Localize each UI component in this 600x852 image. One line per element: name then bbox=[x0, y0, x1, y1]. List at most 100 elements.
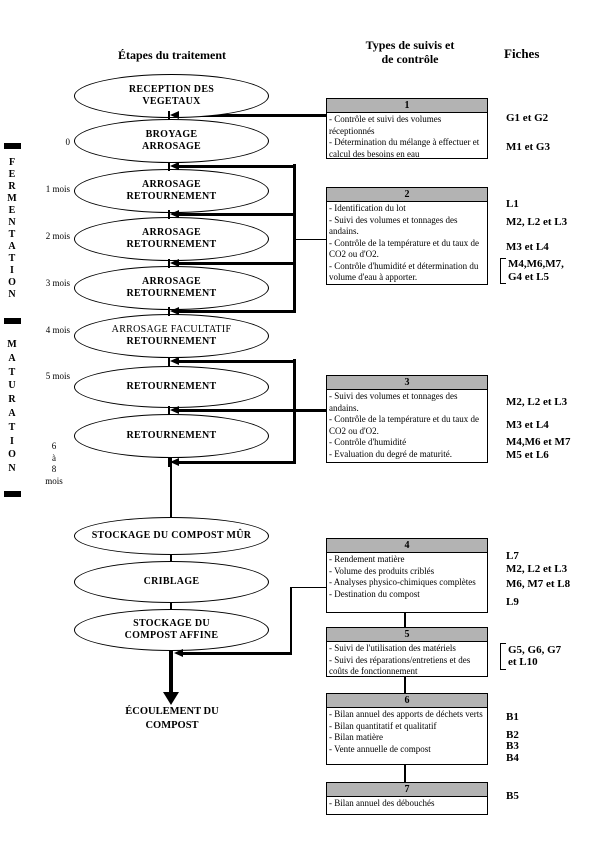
junction-tick bbox=[168, 162, 170, 171]
fiche-label: M1 et G3 bbox=[506, 141, 550, 153]
connector-to-box1 bbox=[179, 113, 326, 117]
step-label: RETOURNEMENT bbox=[126, 239, 217, 250]
step-criblage: CRIBLAGE bbox=[74, 561, 269, 603]
junction-tick bbox=[168, 357, 170, 366]
step-label: RETOURNEMENT bbox=[126, 380, 217, 392]
fiche-label: M2, L2 et L3 bbox=[506, 216, 568, 228]
control-box-3: 3 - Suivi des volumes et tonnages des an… bbox=[326, 375, 488, 463]
control-box-2: 2 - Identification du lot - Suivi des vo… bbox=[326, 187, 488, 285]
fiche-label: M2, L2 et L3 bbox=[506, 563, 568, 575]
step-arrosage-retournement-3: ARROSAGE RETOURNEMENT bbox=[74, 266, 269, 310]
connector-to-box2 bbox=[296, 239, 326, 240]
fiche-label: et L10 bbox=[508, 656, 538, 668]
fiche-label: L7 bbox=[506, 550, 519, 562]
connector-from-box4-horizontal bbox=[183, 651, 292, 655]
step-label: COMPOST AFFINE bbox=[124, 630, 219, 641]
step-label: RETOURNEMENT bbox=[126, 429, 217, 441]
step-retournement-5mois: RETOURNEMENT bbox=[74, 366, 269, 408]
connector-from-box4-vertical bbox=[290, 587, 292, 654]
control-box-number: 7 bbox=[327, 783, 487, 797]
control-item: - Contrôle d'humidité bbox=[329, 437, 407, 447]
fiche-label: B1 bbox=[506, 711, 519, 723]
fiche-label: B4 bbox=[506, 752, 519, 764]
fiche-label: B5 bbox=[506, 790, 519, 802]
control-box-7: 7 - Bilan annuel des débouchés bbox=[326, 782, 488, 815]
step-label: STOCKAGE DU bbox=[133, 617, 210, 629]
control-item: - Bilan annuel des débouchés bbox=[329, 798, 435, 808]
step-label: BROYAGE bbox=[145, 128, 198, 140]
left-arrow-icon bbox=[174, 649, 183, 657]
connector-junction-2 bbox=[179, 212, 296, 216]
connector-to-box3 bbox=[179, 408, 326, 412]
phase-divider-top bbox=[4, 143, 21, 149]
flow-line-to-stockage bbox=[170, 456, 172, 517]
left-arrow-icon bbox=[170, 357, 179, 365]
control-box-body: - Suivi des volumes et tonnages des anda… bbox=[327, 390, 487, 460]
control-item: - Contrôle de la température et du taux … bbox=[329, 414, 479, 436]
step-reception: RECEPTION DES VEGETAUX bbox=[74, 74, 269, 118]
step-label: ARROSAGE bbox=[141, 226, 202, 238]
control-item: - Détermination du mélange à effectuer e… bbox=[329, 137, 480, 159]
step-label: RECEPTION DES bbox=[128, 83, 215, 95]
control-box-number: 3 bbox=[327, 376, 487, 390]
time-label-4mois: 4 mois bbox=[45, 325, 70, 335]
fiche-label: L1 bbox=[506, 198, 519, 210]
fiche-group-bracket bbox=[500, 258, 506, 284]
collector-line-maturation bbox=[293, 359, 296, 464]
control-box-4: 4 - Rendement matière - Volume des produ… bbox=[326, 538, 488, 613]
control-item: - Suivi des volumes et tonnages des anda… bbox=[329, 391, 458, 413]
step-stockage-compost-mur: STOCKAGE DU COMPOST MÛR bbox=[74, 517, 269, 555]
control-box-1: 1 - Contrôle et suivi des volumes récept… bbox=[326, 98, 488, 159]
fiche-label: M3 et L4 bbox=[506, 241, 549, 253]
control-item: - Contrôle de la température et du taux … bbox=[329, 237, 479, 260]
control-box-body: - Bilan annuel des débouchés bbox=[327, 797, 487, 810]
step-label: STOCKAGE DU COMPOST MÛR bbox=[91, 529, 252, 541]
step-label: RETOURNEMENT bbox=[126, 191, 217, 202]
control-item: - Destination du compost bbox=[329, 588, 420, 599]
left-arrow-icon bbox=[170, 111, 179, 119]
fiche-label: G1 et G2 bbox=[506, 112, 549, 124]
time-label-2mois: 2 mois bbox=[45, 231, 70, 241]
control-item: - Vente annuelle de compost bbox=[329, 743, 431, 754]
control-item: - Identification du lot bbox=[329, 203, 406, 213]
control-box-number: 5 bbox=[327, 628, 487, 642]
control-item: - Bilan quantitatif et qualitatif bbox=[329, 720, 437, 731]
step-retournement-6mois: RETOURNEMENT bbox=[74, 414, 269, 458]
control-box-number: 4 bbox=[327, 539, 487, 553]
phase-divider-bottom bbox=[4, 491, 21, 497]
fiche-label: B2 bbox=[506, 729, 519, 741]
fermentation-phase-label: F E R M E N T A T I O N bbox=[7, 157, 17, 300]
step-broyage-arrosage: BROYAGE ARROSAGE bbox=[74, 119, 269, 163]
step-label: VEGETAUX bbox=[142, 96, 201, 107]
fiche-label: B3 bbox=[506, 740, 519, 752]
step-label: ARROSAGE bbox=[141, 275, 202, 287]
time-label-5mois: 5 mois bbox=[45, 371, 70, 381]
connector-junction-1 bbox=[179, 164, 296, 168]
step-label: RETOURNEMENT bbox=[126, 288, 217, 299]
connector-junction-3 bbox=[179, 261, 296, 265]
step-label: ARROSAGE bbox=[141, 178, 202, 190]
fiche-group-bracket bbox=[500, 643, 506, 670]
fiche-label: M3 et L4 bbox=[506, 419, 549, 431]
flow-line-criblage-affine bbox=[170, 600, 172, 610]
controls-column-title-line1: Types de suivis et bbox=[365, 38, 455, 52]
left-arrow-icon bbox=[170, 458, 179, 466]
control-item: - Bilan annuel des apports de déchets ve… bbox=[329, 709, 483, 719]
time-label-3mois: 3 mois bbox=[45, 278, 70, 288]
control-item: - Rendement matière bbox=[329, 554, 405, 564]
steps-column-title: Étapes du traitement bbox=[118, 48, 226, 62]
flow-line-mur-criblage bbox=[170, 551, 172, 562]
left-arrow-icon bbox=[170, 406, 179, 414]
control-box-body: - Contrôle et suivi des volumes réceptio… bbox=[327, 113, 487, 160]
step-label: CRIBLAGE bbox=[143, 575, 200, 587]
fiche-label: M6, M7 et L8 bbox=[506, 578, 571, 590]
box5-box6-connector bbox=[404, 677, 406, 694]
control-box-number: 6 bbox=[327, 694, 487, 708]
left-arrow-icon bbox=[170, 162, 179, 170]
junction-tick bbox=[168, 458, 170, 467]
control-box-body: - Bilan annuel des apports de déchets ve… bbox=[327, 708, 487, 755]
fiche-label: M5 et L6 bbox=[506, 449, 549, 461]
down-arrow-icon bbox=[163, 692, 179, 705]
control-item: - Suivi de l'utilisation des matériels bbox=[329, 643, 456, 653]
connector-junction-6 bbox=[179, 460, 296, 464]
